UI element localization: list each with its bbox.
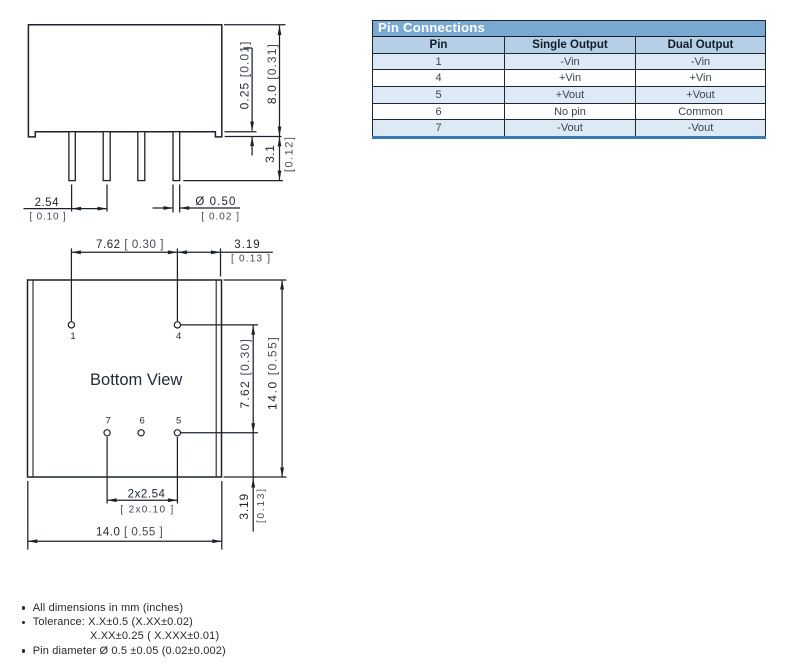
svg-text:8.0 [0.31]: 8.0 [0.31] xyxy=(265,43,279,104)
svg-text:1: 1 xyxy=(70,331,75,342)
svg-text:[ 0.02 ]: [ 0.02 ] xyxy=(201,212,240,223)
svg-text:5: 5 xyxy=(176,415,181,426)
svg-text:[ 0.13 ]: [ 0.13 ] xyxy=(231,253,271,264)
svg-text:2x2.54: 2x2.54 xyxy=(128,489,166,501)
svg-text:Ø 0.50: Ø 0.50 xyxy=(195,196,236,208)
svg-text:3.1: 3.1 xyxy=(263,145,277,163)
svg-text:7.62 [ 0.30 ]: 7.62 [ 0.30 ] xyxy=(96,239,164,251)
svg-text:6: 6 xyxy=(140,415,145,426)
svg-text:4: 4 xyxy=(176,331,181,342)
svg-text:3.19: 3.19 xyxy=(237,493,251,520)
svg-text:3.19: 3.19 xyxy=(234,239,260,251)
svg-text:7: 7 xyxy=(106,415,111,426)
svg-text:[0.12]: [0.12] xyxy=(284,136,296,173)
svg-text:[0.13]: [0.13] xyxy=(256,487,267,523)
svg-text:[ 2x0.10 ]: [ 2x0.10 ] xyxy=(120,504,174,515)
svg-text:14.0 [0.55]: 14.0 [0.55] xyxy=(266,336,280,410)
svg-text:2.54: 2.54 xyxy=(35,197,59,209)
svg-text:14.0 [ 0.55 ]: 14.0 [ 0.55 ] xyxy=(96,526,163,538)
svg-text:7.62 [0.30]: 7.62 [0.30] xyxy=(238,338,252,408)
svg-text:Bottom View: Bottom View xyxy=(90,371,182,389)
svg-text:0.25 [0.01]: 0.25 [0.01] xyxy=(238,41,252,110)
svg-text:[ 0.10 ]: [ 0.10 ] xyxy=(30,212,67,223)
